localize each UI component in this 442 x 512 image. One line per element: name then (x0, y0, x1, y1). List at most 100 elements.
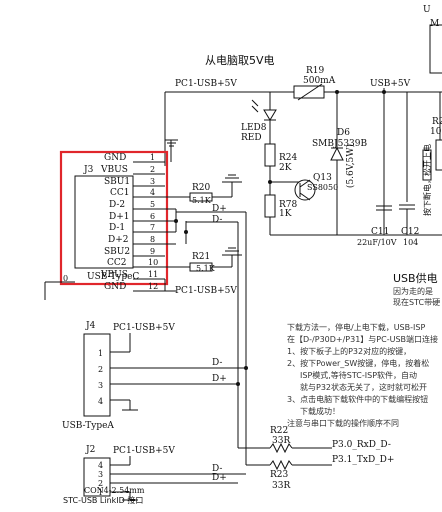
j4-pin-1: 1 (98, 349, 103, 358)
led8-color: RED (241, 133, 262, 143)
j2-connector (83, 457, 111, 497)
j3-pin-2-label: VBUS (100, 165, 128, 175)
download-note-line2: 在【D-/P30D+/P31】与PC-USB端口连接 (287, 334, 438, 344)
net-dm-j4: D- (212, 358, 222, 368)
c12-ref: C12 (401, 227, 419, 237)
j4-connector (83, 333, 111, 417)
c11-value: 22uF/10V (357, 238, 397, 247)
j3-pin-11-label: VBUS (100, 270, 128, 280)
r25-ref-fragment: R2 (432, 117, 442, 127)
j3-pin-labels: GND VBUS SBU1 CC1 D-2 D+1 D-1 D+2 SBU2 C… (100, 153, 130, 292)
net-pc-usb-5v-top: PC1-USB+5V (175, 79, 237, 89)
r21-ref: R21 (192, 252, 210, 262)
j4-pin-3: 3 (98, 381, 103, 390)
j4-pin-4: 4 (98, 397, 103, 406)
j3-pin-12-label: GND (104, 282, 126, 292)
net-dp-j2: D+ (212, 473, 227, 483)
j3-pin-5-label: D-2 (109, 200, 125, 210)
download-note-tail: 注意与串口下载的操作顺序不同 (287, 418, 399, 428)
u-partial-label: U (423, 5, 431, 15)
j3-pin-numbers: 1 2 3 4 5 6 7 8 9 10 11 12 (148, 153, 158, 291)
led8-ref: LED8 (241, 123, 267, 133)
j3-pin-9-label: SBU2 (104, 247, 130, 257)
r22-ref: R22 (270, 426, 288, 436)
j3-pin-3-num: 3 (150, 177, 155, 186)
j3-pin-8-num: 8 (150, 235, 155, 244)
r21-value: 5.1K (196, 264, 216, 273)
j3-pin-1-num: 1 (150, 153, 155, 162)
net-dp-j3: D+ (212, 204, 227, 214)
net-usb-5v-top: USB+5V (370, 79, 411, 89)
d6-ref: D6 (337, 128, 350, 138)
j2-ref: J2 (85, 445, 95, 455)
r78-value: 1K (279, 209, 292, 219)
led8-symbol (263, 109, 277, 121)
j2-pin-2: 2 (98, 479, 103, 488)
u-partial-box (429, 24, 442, 74)
j3-pin-2-num: 2 (150, 165, 155, 174)
net-dm-j2: D- (212, 464, 222, 474)
q13-part: SS8050 (307, 183, 338, 192)
j3-pin-7-label: D-1 (109, 223, 125, 233)
net-dm-j3: D- (212, 215, 222, 225)
net-dp-j4: D+ (212, 374, 227, 384)
j3-pin-10-label: CC2 (107, 258, 127, 268)
j3-pin-6-num: 6 (150, 212, 155, 221)
j3-pin-10-num: 10 (148, 258, 158, 267)
j3-shell-pin: 0 (63, 274, 68, 283)
usb-power-line2: 现在STC带硬 (393, 297, 440, 307)
download-note-line1: 下载方法一，停电/上电下载，USB-ISP (287, 322, 425, 332)
r23-ref: R23 (270, 470, 289, 480)
j3-pin-12-num: 12 (148, 282, 158, 291)
net-p31: P3.1_TxD_D+ (332, 455, 394, 465)
j3-pin-4-num: 4 (150, 188, 155, 197)
r24-value: 2K (279, 163, 292, 173)
r20-value: 5.1K (192, 196, 212, 205)
net-pc-usb-5v-j4: PC1-USB+5V (113, 323, 175, 333)
m-partial-label: M (430, 19, 439, 29)
j3-pin-8-label: D+2 (108, 235, 128, 245)
download-note-step2: 2、按下Power_SW按键，停电，按着松 (287, 358, 429, 368)
j3-pin-6-label: D+1 (109, 212, 129, 222)
download-note-step2c: 就与P32状态无关了，这时就可松开 (300, 382, 427, 392)
usb-power-title: USB供电 (393, 271, 438, 285)
download-note-step1: 1、按下板子上的P32对应的按键， (287, 346, 411, 356)
j3-connector (74, 175, 134, 269)
r19-ref: R19 (306, 66, 325, 76)
r23-value: 33R (272, 481, 290, 491)
r20-ref: R20 (192, 183, 211, 193)
j3-pin-5-num: 5 (150, 200, 155, 209)
net-p30: P3.0_RxD_D- (332, 440, 391, 450)
j3-pin-7-num: 7 (150, 223, 155, 232)
net-pc-usb-5v-j2: PC1-USB+5V (113, 446, 175, 456)
download-note-step2b: ISP模式,等待STC-ISP软件，自动 (300, 370, 417, 380)
r24-resistor (264, 143, 276, 167)
r22-value: 33R (272, 436, 290, 446)
j3-pin-9-num: 9 (150, 247, 155, 256)
net-pc-usb-5v-j3: PC1-USB+5V (175, 286, 237, 296)
j2-pin-3: 3 (98, 470, 103, 479)
c11-ref: C11 (371, 227, 389, 237)
r78-resistor (264, 194, 276, 218)
j2-name: CON4-2.54mm (84, 486, 145, 495)
r19-fuse (293, 85, 325, 99)
j4-ref: J4 (85, 321, 96, 331)
j3-highlight-box (59, 150, 169, 286)
j3-name: USB-TypeC (87, 272, 139, 282)
j3-pin-3-label: SBU1 (104, 177, 130, 187)
j4-name: USB-TypeA (62, 421, 114, 431)
d6-rating: (5.6V,5W) (345, 144, 356, 188)
j2-pin-1: 1 (98, 488, 103, 497)
j2-pin-4: 4 (98, 461, 103, 470)
d6-tvs (330, 146, 344, 161)
r78-ref: R78 (279, 200, 298, 210)
download-note-step3: 3、点击电脑下载软件中的下载编程按钮 (287, 394, 428, 404)
j2-subtitle: STC-USB LinkID 接口 (63, 495, 143, 505)
r24-ref: R24 (279, 153, 298, 163)
schematic-title: 从电脑取5V电 (205, 54, 275, 67)
q13-ref: Q13 (313, 173, 332, 183)
r25-value-fragment: 10K (430, 127, 442, 137)
j4-pin-2: 2 (98, 365, 103, 374)
r19-value: 500mA (303, 76, 336, 86)
